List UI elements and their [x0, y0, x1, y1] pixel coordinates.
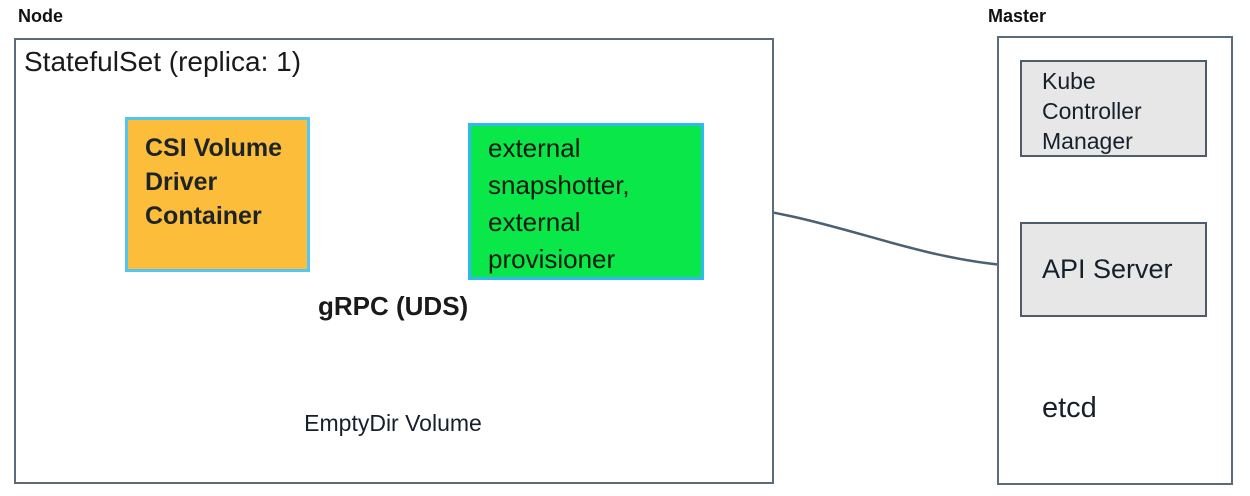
external-snapshotter-provisioner-box: external snapshotter, external provision…	[468, 123, 704, 280]
kcm-box-line: Controller	[1042, 98, 1142, 124]
csi-box-line: CSI Volume	[145, 134, 283, 162]
api-server-label: API Server	[1042, 254, 1173, 284]
csi-box-line: Driver	[145, 168, 218, 196]
node-section-label: Node	[18, 6, 63, 26]
etcd-label: etcd	[1042, 392, 1097, 424]
emptydir-volume-label: EmptyDir Volume	[304, 410, 482, 436]
csi-box-line: Container	[145, 202, 262, 230]
statefulset-label: StatefulSet (replica: 1)	[24, 46, 302, 77]
kcm-box-line: Manager	[1042, 128, 1133, 154]
sidecar-box-line: external	[488, 207, 581, 237]
sidecar-box-line: external	[488, 133, 581, 163]
api-server-box: API Server	[1020, 222, 1207, 317]
master-section-label: Master	[988, 6, 1047, 26]
grpc-uds-label: gRPC (UDS)	[318, 291, 469, 321]
sidecar-box-line: provisioner	[488, 244, 616, 274]
sidecar-box-line: snapshotter,	[488, 170, 630, 200]
csi-volume-driver-box: CSI Volume Driver Container	[125, 117, 310, 272]
kcm-box-line: Kube	[1042, 68, 1096, 94]
kube-controller-manager-box: Kube Controller Manager	[1020, 60, 1207, 157]
